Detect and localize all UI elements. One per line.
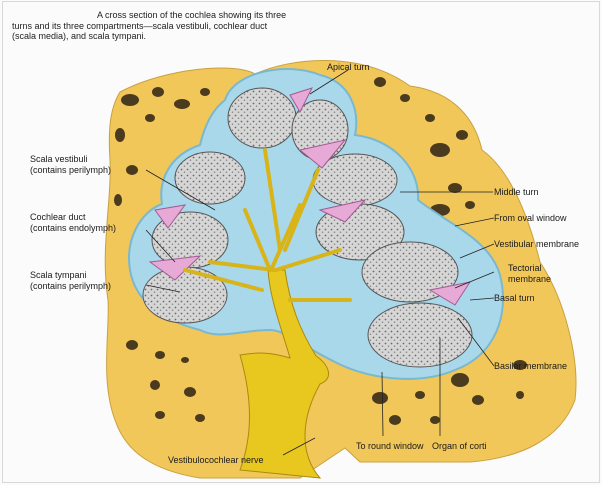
label-apical-turn: Apical turn [327, 62, 370, 73]
label-scala-vestibuli-line1: Scala vestibuli [30, 154, 111, 165]
label-tectorial-membrane-line2: membrane [508, 274, 551, 285]
caption-line-1: A cross section of the cochlea showing i… [12, 10, 297, 21]
label-vestibular-membrane: Vestibular membrane [494, 239, 579, 250]
label-scala-tympani-line1: Scala tympani [30, 270, 111, 281]
label-to-round-window: To round window [356, 441, 424, 452]
label-scala-vestibuli-line2: (contains perilymph) [30, 165, 111, 176]
left-upper-chamber [175, 152, 245, 204]
figure-caption: A cross section of the cochlea showing i… [12, 10, 297, 42]
label-cochlear-duct: Cochlear duct (contains endolymph) [30, 212, 116, 233]
apical-scala-vestibuli [228, 88, 296, 148]
label-tectorial-membrane: Tectorial membrane [508, 263, 551, 284]
label-basilar-membrane: Basilar membrane [494, 361, 567, 372]
label-scala-vestibuli: Scala vestibuli (contains perilymph) [30, 154, 111, 175]
label-cochlear-duct-line1: Cochlear duct [30, 212, 116, 223]
label-tectorial-membrane-line1: Tectorial [508, 263, 551, 274]
label-organ-of-corti: Organ of corti [432, 441, 487, 452]
label-scala-tympani-line2: (contains perilymph) [30, 281, 111, 292]
caption-line-2: turns and its three compartments—scala v… [12, 21, 297, 32]
label-cochlear-duct-line2: (contains endolymph) [30, 223, 116, 234]
label-basal-turn: Basal turn [494, 293, 535, 304]
label-middle-turn: Middle turn [494, 187, 539, 198]
left-scala-tympani [143, 267, 227, 323]
label-vestibulocochlear-nerve: Vestibulocochlear nerve [168, 455, 264, 466]
caption-line-3: (scala media), and scala tympani. [12, 31, 297, 42]
basal-scala-tympani [368, 303, 472, 367]
label-from-oval-window: From oval window [494, 213, 567, 224]
label-scala-tympani: Scala tympani (contains perilymph) [30, 270, 111, 291]
